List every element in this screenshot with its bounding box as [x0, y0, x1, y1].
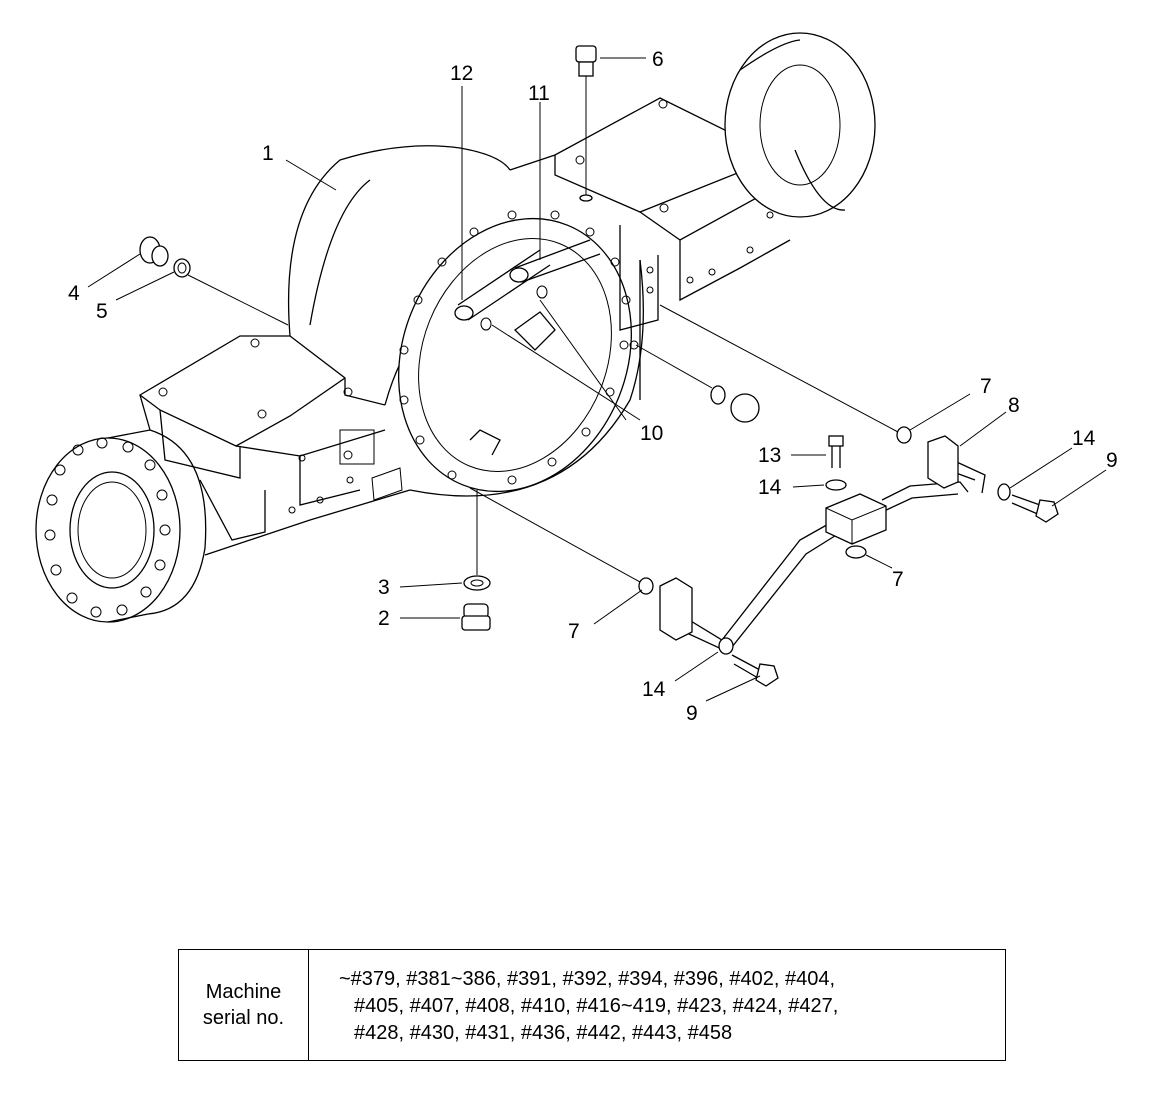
left-axle-arm — [139, 335, 411, 556]
callout-9-a: 9 — [686, 702, 698, 725]
callout-8: 8 — [1008, 394, 1020, 417]
serial-label-line-1: Machine — [205, 981, 282, 1003]
serial-label-line-2: serial no. — [202, 1007, 285, 1029]
callout-1: 1 — [262, 142, 274, 165]
callout-14-a: 14 — [758, 476, 782, 499]
ring-flange — [398, 210, 632, 493]
serial-values-line-3: #428, #430, #431, #436, #442, #443, #458 — [354, 1022, 733, 1044]
callout-14-b: 14 — [642, 678, 666, 701]
part-9-bolt — [731, 494, 1059, 687]
right-axle-arm — [509, 32, 876, 400]
left-hub-flange — [35, 429, 207, 623]
callout-14-c: 14 — [1072, 427, 1096, 450]
right-side-plug — [710, 385, 760, 423]
callout-7-a: 7 — [568, 620, 580, 643]
callout-labels: 1 2 3 4 5 6 7 7 7 7 8 9 9 10 11 12 13 14… — [68, 48, 1118, 725]
part-5-washer — [173, 258, 191, 278]
part-3-washer — [463, 575, 491, 591]
serial-table-values: ~#379, #381~386, #391, #392, #394, #396,… — [309, 950, 1005, 1060]
serial-values-line-2: #405, #407, #408, #410, #416~419, #423, … — [354, 995, 839, 1017]
serial-number-table: Machine serial no. ~#379, #381~386, #391… — [178, 949, 1006, 1061]
callout-6: 6 — [652, 48, 664, 71]
serial-values-line-1: ~#379, #381~386, #391, #392, #394, #396,… — [339, 968, 836, 990]
axle-housing-exploded-diagram: 1 2 3 4 5 6 7 7 7 7 8 9 9 10 11 12 13 14… — [35, 32, 1118, 725]
callout-leaders — [87, 57, 1107, 702]
callout-4: 4 — [68, 282, 80, 305]
callout-13: 13 — [758, 444, 781, 467]
part-6-breather — [575, 45, 597, 202]
serial-table-label: Machine serial no. — [179, 950, 309, 1060]
callout-11: 11 — [528, 82, 550, 105]
callout-5: 5 — [96, 300, 108, 323]
part-4-plug — [139, 236, 169, 267]
callout-2: 2 — [378, 607, 390, 630]
callout-12: 12 — [450, 62, 473, 85]
part-2-drain-plug — [461, 603, 491, 631]
part-8-tube-assembly — [659, 435, 986, 653]
part-14-washers — [718, 479, 1011, 655]
part-7-o-rings — [638, 426, 912, 595]
part-13-bolt — [828, 435, 844, 468]
callout-7-c: 7 — [980, 375, 992, 398]
callout-3: 3 — [378, 576, 390, 599]
callout-10: 10 — [640, 422, 663, 445]
callout-7-b: 7 — [892, 568, 904, 591]
callout-9-b: 9 — [1106, 449, 1118, 472]
